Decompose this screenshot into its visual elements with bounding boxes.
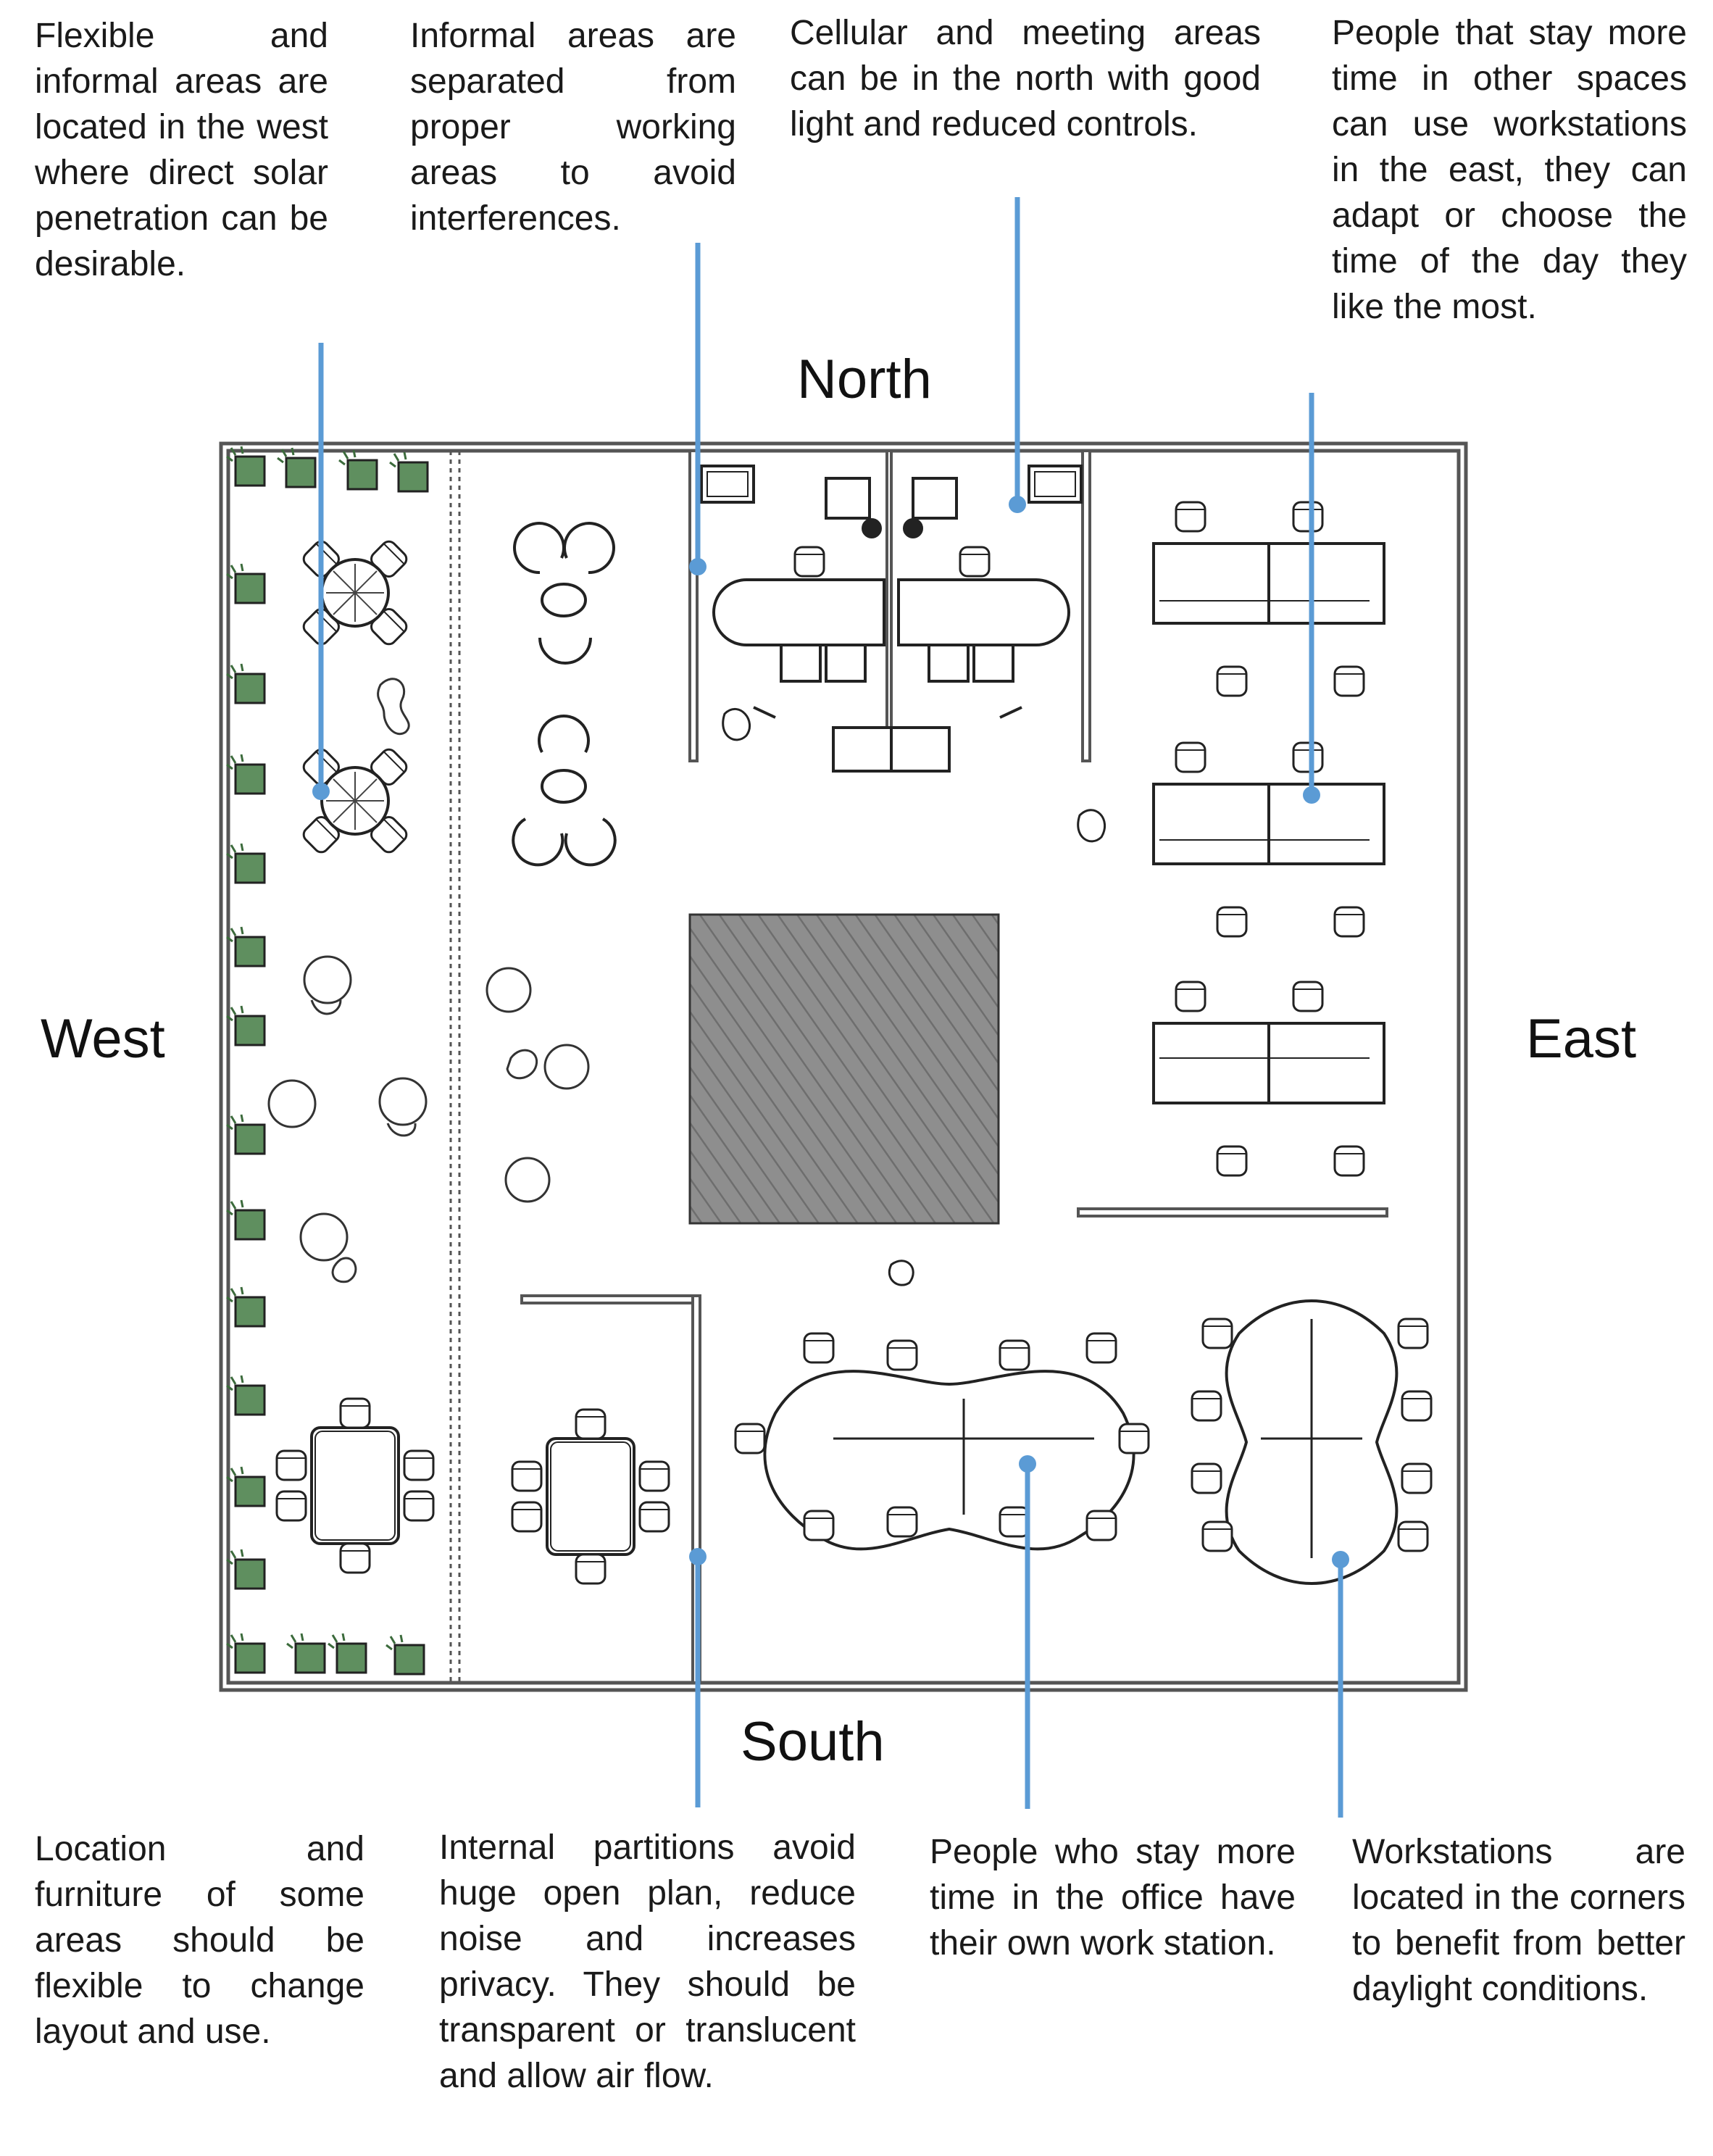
west-meeting-table (275, 1397, 435, 1574)
compass-west: West (41, 1008, 165, 1070)
note-corner-workstations: Workstations are located in the corners … (1352, 1833, 1685, 2008)
west-round-table-1 (299, 537, 411, 649)
note-internal-partitions: Internal partitions avoid huge open plan… (439, 1828, 856, 2095)
exterior-walls (219, 441, 1468, 1692)
east-workstations (888, 501, 1385, 1286)
lounge-stools (485, 967, 590, 1203)
note-west-flexible: Flexible and informal areas are located … (35, 17, 328, 283)
southeast-workstation-cluster (1191, 1299, 1433, 1585)
note-own-workstation: People who stay more time in the office … (930, 1833, 1296, 1963)
note-cellular-north: Cellular and meeting areas can be in the… (790, 14, 1261, 143)
west-zone-divider (449, 451, 461, 1683)
note-informal-separated: Informal areas are separated from proper… (410, 17, 736, 238)
compass-south: South (741, 1711, 885, 1773)
compass-east: East (1526, 1008, 1637, 1070)
center-meeting-table (511, 1408, 670, 1585)
south-workstation-cluster (734, 1332, 1150, 1551)
west-round-table-2 (299, 745, 411, 857)
central-core (688, 913, 1000, 1225)
compass-north: North (797, 349, 932, 410)
internal-partitions (520, 449, 1388, 1684)
west-people (267, 678, 428, 1283)
note-east-workstations: People that stay more time in other spac… (1332, 14, 1687, 326)
lounge-seating-top (512, 522, 617, 867)
north-cellular-offices (700, 465, 1083, 773)
note-location-furniture: Location and furniture of some areas sho… (35, 1830, 364, 2051)
annotation-leaders (312, 197, 1349, 1818)
